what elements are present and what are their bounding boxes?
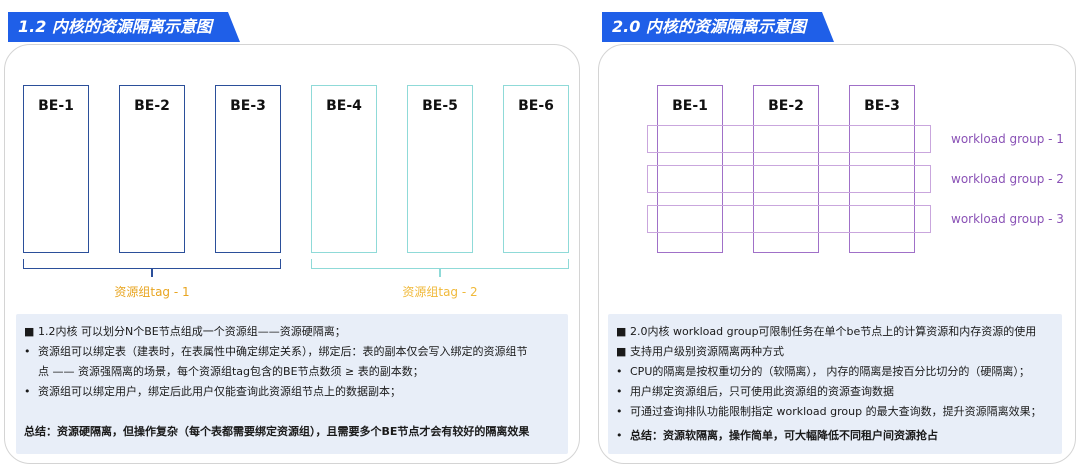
be-box-3: BE-3 [849, 85, 915, 253]
workload-group-band-1 [647, 125, 931, 153]
be-box-5: BE-5 [407, 85, 473, 253]
be-box-4: BE-4 [311, 85, 377, 253]
be-box-6: BE-6 [503, 85, 569, 253]
be-box-2: BE-2 [753, 85, 819, 253]
left-note-4-text: 资源组可以绑定用户，绑定后此用户仅能查询此资源组节点上的数据副本； [38, 385, 401, 398]
tag2-bracket [311, 259, 569, 277]
be-box-3: BE-3 [215, 85, 281, 253]
left-title-banner: 1.2 内核的资源隔离示意图 [8, 12, 240, 42]
be-box-1: BE-1 [657, 85, 723, 253]
tag2-label: 资源组tag - 2 [402, 285, 478, 299]
workload-group-band-3 [647, 205, 931, 233]
workload-group-band-2 [647, 165, 931, 193]
workload-group-label-3: workload group - 3 [951, 212, 1064, 226]
left-note-4: • 资源组可以绑定用户，绑定后此用户仅能查询此资源组节点上的数据副本； [24, 382, 560, 402]
right-note-5-text: 可通过查询排队功能限制指定 workload group 的最大查询数，提升资源… [630, 405, 1042, 418]
right-note-2-text: 支持用户级别资源隔离两种方式 [630, 345, 784, 358]
left-note-1-text: 1.2内核 可以划分N个BE节点组成一个资源组——资源硬隔离； [38, 325, 346, 338]
square-bullet-icon: ■ [616, 325, 627, 338]
square-bullet-icon: ■ [24, 325, 35, 338]
right-note-1: ■2.0内核 workload group可限制任务在单个be节点上的计算资源和… [616, 322, 1054, 342]
right-note-4: • 用户绑定资源组后，只可使用此资源组的资源查询数据 [616, 382, 1054, 402]
left-notes: ■1.2内核 可以划分N个BE节点组成一个资源组——资源硬隔离； • 资源组可以绑… [16, 314, 568, 454]
dot-bullet-icon: • [616, 429, 623, 442]
tag1-bracket [23, 259, 281, 277]
left-panel: 1.2 内核的资源隔离示意图 BE-1 BE-2 BE-3 BE-4 BE-5 … [4, 0, 580, 464]
right-title-banner: 2.0 内核的资源隔离示意图 [602, 12, 834, 42]
left-note-3-text: 点 —— 资源强隔离的场景，每个资源组tag包含的BE节点数须 ≥ 表的副本数； [38, 365, 424, 378]
dot-bullet-icon: • [24, 345, 31, 358]
left-note-2: • 资源组可以绑定表（建表时，在表属性中确定绑定关系），绑定后：表的副本仅会写入绑… [24, 342, 560, 362]
be-box-1: BE-1 [23, 85, 89, 253]
left-summary: 总结：资源硬隔离，但操作复杂（每个表都需要绑定资源组），且需要多个BE节点才会有… [24, 422, 560, 442]
right-note-4-text: 用户绑定资源组后，只可使用此资源组的资源查询数据 [630, 385, 894, 398]
right-note-1-text: 2.0内核 workload group可限制任务在单个be节点上的计算资源和内… [630, 325, 1037, 338]
square-bullet-icon: ■ [616, 345, 627, 358]
be-box-2: BE-2 [119, 85, 185, 253]
dot-bullet-icon: • [24, 385, 31, 398]
right-note-3: • CPU的隔离是按权重切分的（软隔离）， 内存的隔离是按百分比切分的（硬隔离）； [616, 362, 1054, 382]
workload-group-label-1: workload group - 1 [951, 132, 1064, 146]
right-notes: ■2.0内核 workload group可限制任务在单个be节点上的计算资源和… [608, 314, 1062, 454]
right-note-3-text: CPU的隔离是按权重切分的（软隔离）， 内存的隔离是按百分比切分的（硬隔离）； [630, 365, 1030, 378]
right-summary: • 总结：资源软隔离，操作简单，可大幅降低不同租户间资源抢占 [616, 426, 1054, 446]
tag2-bracket-tick [439, 268, 441, 277]
right-summary-text: 总结：资源软隔离，操作简单，可大幅降低不同租户间资源抢占 [630, 429, 938, 442]
tag1-label: 资源组tag - 1 [114, 285, 190, 299]
right-panel: 2.0 内核的资源隔离示意图 BE-1 BE-2 BE-3 workload g… [594, 0, 1080, 470]
left-note-3: 点 —— 资源强隔离的场景，每个资源组tag包含的BE节点数须 ≥ 表的副本数； [24, 362, 560, 382]
dot-bullet-icon: • [616, 405, 623, 418]
dot-bullet-icon: • [616, 365, 623, 378]
left-note-1: ■1.2内核 可以划分N个BE节点组成一个资源组——资源硬隔离； [24, 322, 560, 342]
tag1-bracket-tick [151, 268, 153, 277]
left-note-2-text: 资源组可以绑定表（建表时，在表属性中确定绑定关系），绑定后：表的副本仅会写入绑定… [38, 345, 528, 358]
dot-bullet-icon: • [616, 385, 623, 398]
workload-group-label-2: workload group - 2 [951, 172, 1064, 186]
left-summary-text: 总结：资源硬隔离，但操作复杂（每个表都需要绑定资源组），且需要多个BE节点才会有… [24, 425, 530, 438]
right-note-5: • 可通过查询排队功能限制指定 workload group 的最大查询数，提升资… [616, 402, 1054, 422]
right-note-2: ■支持用户级别资源隔离两种方式 [616, 342, 1054, 362]
